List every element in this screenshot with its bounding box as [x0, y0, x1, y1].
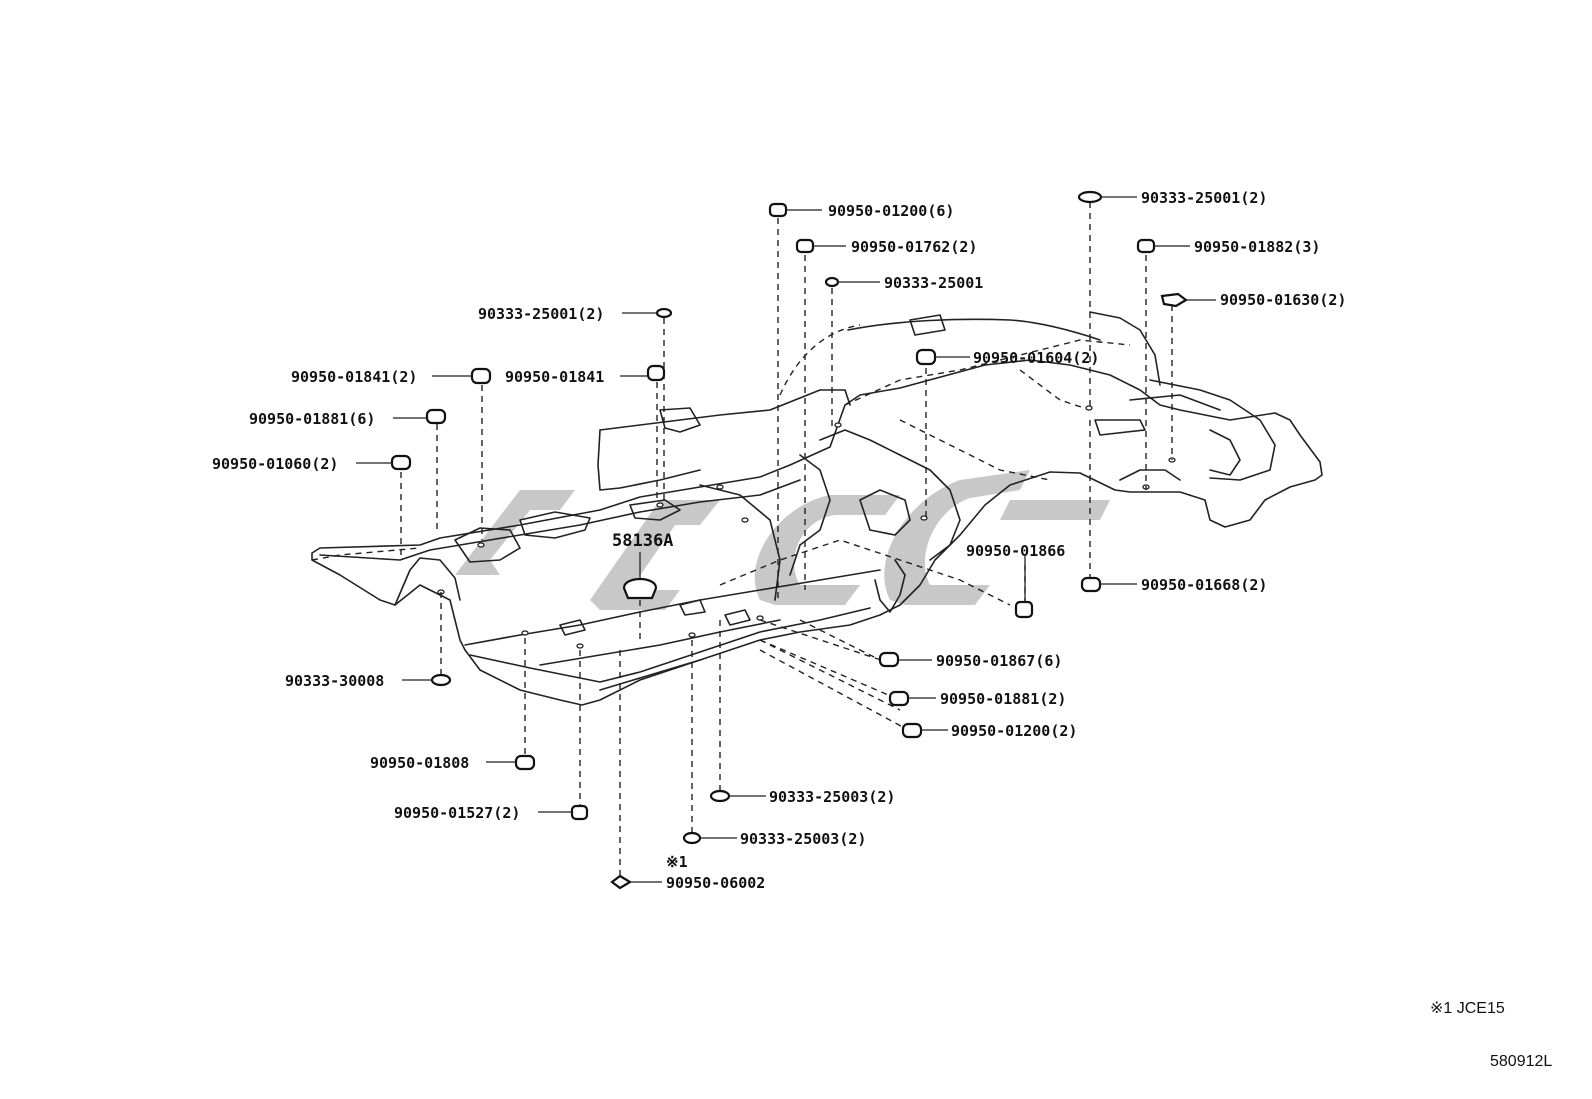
callout-90950-01881-6: 90950-01881(6) [249, 410, 375, 428]
callout-90950-01881-2: 90950-01881(2) [940, 690, 1066, 708]
callout-90950-01630-2: 90950-01630(2) [1220, 291, 1346, 309]
callout-90950-01841: 90950-01841 [505, 368, 604, 386]
leader-lines [356, 196, 1216, 883]
callout-90333-25001: 90333-25001 [884, 274, 983, 292]
callout-90333-30008: 90333-30008 [285, 672, 384, 690]
callout-90333-25001-2-top: 90333-25001(2) [1141, 189, 1267, 207]
callout-90950-01060-2: 90950-01060(2) [212, 455, 338, 473]
plug-icon [655, 307, 673, 319]
clip-icon [888, 690, 910, 707]
diagram-code: 580912L [1490, 1053, 1552, 1070]
callout-90950-01762-2: 90950-01762(2) [851, 238, 977, 256]
callout-90333-25003-2-upper: 90333-25003(2) [769, 788, 895, 806]
callout-90333-25001-2-left: 90333-25001(2) [478, 305, 604, 323]
clip-icon [1014, 600, 1034, 619]
callout-90950-01200-6: 90950-01200(6) [828, 202, 954, 220]
callout-90950-01668-2: 90950-01668(2) [1141, 576, 1267, 594]
plug-icon [610, 874, 633, 890]
grommet-icon [622, 577, 658, 600]
clip-icon [1080, 576, 1102, 593]
callout-58136a: 58136A [612, 531, 673, 551]
watermark-logo [455, 470, 1110, 610]
plug-icon [709, 789, 731, 803]
clip-icon [795, 238, 815, 254]
callout-note-marker: ※1 [666, 853, 688, 871]
clip-icon [915, 348, 937, 366]
callout-90950-01200-2: 90950-01200(2) [951, 722, 1077, 740]
callout-90950-01527-2: 90950-01527(2) [394, 804, 520, 822]
plug-icon [682, 831, 702, 845]
clip-icon [768, 202, 788, 218]
clip-icon [1136, 238, 1156, 254]
clip-icon [514, 754, 536, 771]
callout-90950-01604-2: 90950-01604(2) [973, 349, 1099, 367]
plug-icon [1077, 190, 1103, 204]
clip-icon [878, 651, 900, 668]
plug-icon [824, 276, 840, 288]
callout-90950-01841-2: 90950-01841(2) [291, 368, 417, 386]
plug-icon [430, 673, 452, 687]
clip-icon [901, 722, 923, 739]
floor-pan-drawing [311, 311, 1323, 711]
footnote: ※1 JCE15 [1430, 1000, 1505, 1017]
clip-icon [470, 367, 492, 385]
callout-90950-01808: 90950-01808 [370, 754, 469, 772]
callout-90950-01866: 90950-01866 [966, 542, 1065, 560]
clip-icon [646, 364, 666, 382]
drop-lines [400, 202, 1173, 875]
callout-90950-01867-6: 90950-01867(6) [936, 652, 1062, 670]
callout-90950-06002: 90950-06002 [666, 874, 765, 892]
clip-icon [1160, 292, 1188, 308]
clip-icon [390, 454, 412, 471]
callout-90333-25003-2-lower: 90333-25003(2) [740, 830, 866, 848]
clip-icon [570, 804, 589, 821]
callout-90950-01882-3: 90950-01882(3) [1194, 238, 1320, 256]
mounting-holes [437, 405, 1176, 649]
callout-labels: 90950-01200(6) 90950-01762(2) 90333-2500… [212, 189, 1346, 892]
clip-icon [425, 408, 447, 425]
